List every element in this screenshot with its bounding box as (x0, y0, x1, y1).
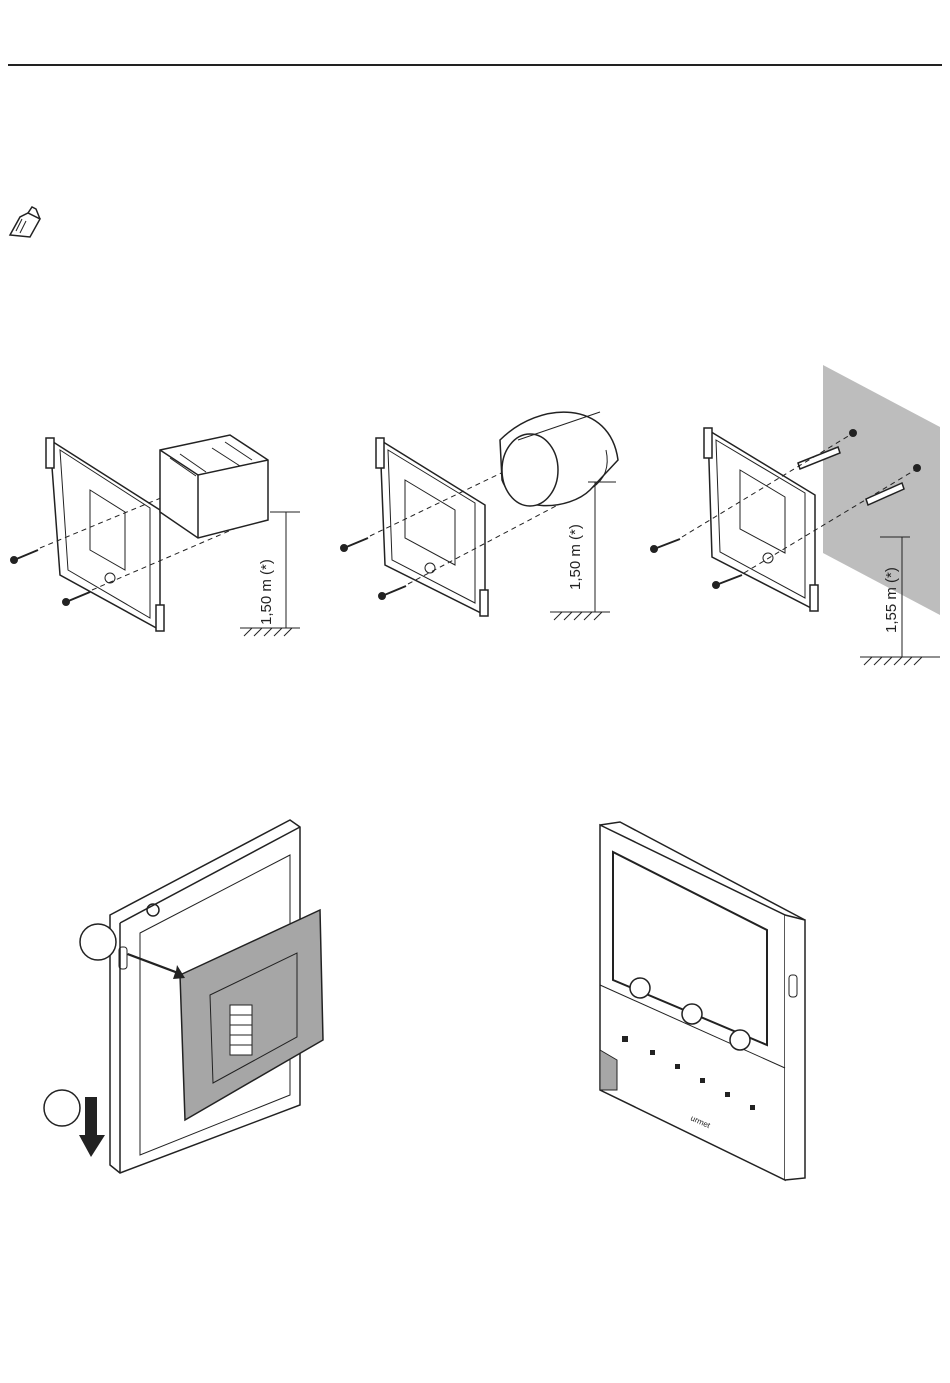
figure-flush-box-rect: 1,50 m (*) (0, 420, 320, 650)
figure-device-hooking (35, 815, 355, 1180)
key-icon[interactable] (630, 978, 650, 998)
wall-surface (823, 365, 940, 615)
header-rule (8, 64, 942, 66)
figure-wall-surface: 1,55 m (*) (640, 365, 950, 690)
step-2-marker (44, 1090, 80, 1126)
height-label: 1,50 m (*) (258, 559, 275, 625)
height-label: 1,55 m (*) (883, 567, 900, 633)
figure-flush-box-round: 1,50 m (*) (320, 400, 640, 625)
slide-down-arrow (79, 1097, 105, 1157)
note-icon (6, 205, 46, 239)
stairs-light-icon[interactable] (682, 1004, 702, 1024)
side-slot (789, 975, 797, 997)
step-1-marker (80, 924, 116, 960)
height-label: 1,50 m (*) (567, 524, 584, 590)
mic-mute-icon[interactable] (730, 1030, 750, 1050)
figure-monitor-front: urmet (595, 820, 810, 1185)
terminal-block (230, 1005, 252, 1055)
flush-box-round (500, 412, 618, 506)
flush-box-rect (160, 435, 268, 538)
mounting-bracket (376, 438, 488, 616)
